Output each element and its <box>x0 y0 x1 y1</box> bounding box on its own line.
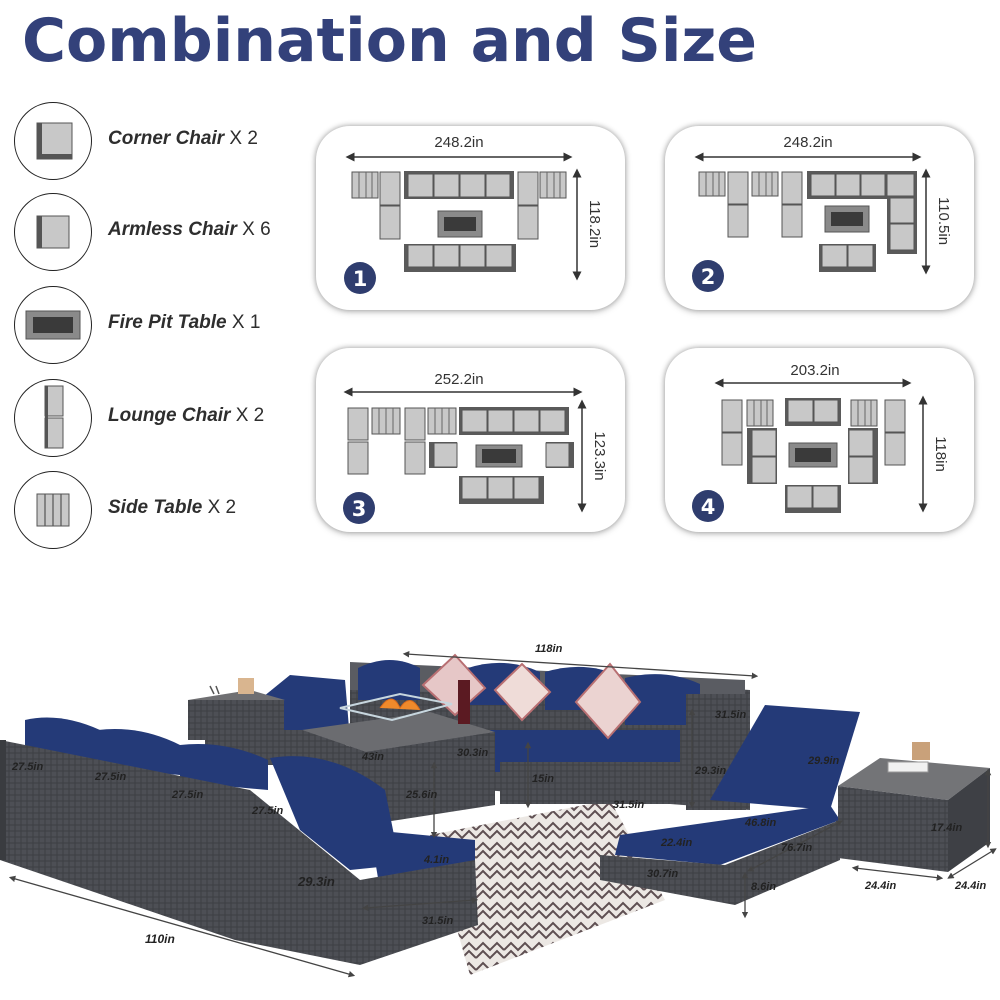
dim-lounge-seat: 46.8in <box>744 817 776 829</box>
dim-lounge-total: 76.7in <box>781 842 812 854</box>
layout-depth: 123.3in <box>591 431 608 480</box>
page-title: Combination and Size <box>22 6 757 76</box>
dim-sectional-length: 118in <box>535 643 563 655</box>
dim-side-table-depth: 24.4in <box>954 880 986 892</box>
layout-depth: 110.5in <box>935 197 952 245</box>
layout-number: 2 <box>701 265 716 289</box>
legend-item-corner-chair: Corner Chair X 2 <box>14 102 314 182</box>
layout-card-4: 4 203.2in 118in <box>665 348 974 532</box>
layout-card-3: 3 252.2in 123.3in <box>316 348 625 532</box>
dim-seat-width-1: 27.5in <box>11 761 43 773</box>
dim-back-height-rear: 29.3in <box>694 765 726 777</box>
back-sectional <box>350 653 750 810</box>
dim-table-height: 25.6in <box>405 789 437 801</box>
right-lounge-chair <box>600 705 860 905</box>
dim-sofa-length: 110in <box>145 932 175 946</box>
armless-chair-icon <box>14 193 92 271</box>
left-side-table <box>188 678 285 740</box>
corner-chair-icon <box>14 102 92 180</box>
dim-seat-height: 15in <box>532 773 554 785</box>
side-table-icon <box>14 471 92 549</box>
legend-label: Armless Chair X 6 <box>108 219 271 240</box>
dim-side-table-width: 24.4in <box>864 880 896 892</box>
legend-item-armless-chair: Armless Chair X 6 <box>14 193 314 273</box>
dim-back-height-front: 29.3in <box>297 874 335 889</box>
legend-item-lounge-chair: Lounge Chair X 2 <box>14 379 314 459</box>
dim-table-width: 30.3in <box>457 747 488 759</box>
layout-number: 1 <box>353 267 368 291</box>
dim-lounge-width: 22.4in <box>660 837 692 849</box>
layout-width: 252.2in <box>434 371 483 388</box>
dim-cushion-thickness: 4.1in <box>423 854 449 866</box>
layout-width: 248.2in <box>783 134 832 151</box>
dim-depth-front: 31.5in <box>422 915 453 927</box>
dim-lounge-frame: 30.7in <box>647 868 678 880</box>
layout-card-1: 1 248.2in 118.2in <box>316 126 625 310</box>
layout-card-2: 2 248.2in 110.5in <box>665 126 974 310</box>
fire-pit-table-icon <box>14 286 92 364</box>
legend-label: Corner Chair X 2 <box>108 128 258 149</box>
legend-label: Fire Pit Table X 1 <box>108 312 261 333</box>
lounge-chair-icon <box>14 379 92 457</box>
layout-width: 248.2in <box>434 134 483 151</box>
rug <box>430 800 665 975</box>
product-photo: 118in 110in 27.5in 27.5in 27.5in 27.5in … <box>0 643 997 978</box>
dim-depth-rear-side: 31.5in <box>715 709 746 721</box>
legend-label: Lounge Chair X 2 <box>108 405 265 426</box>
legend-item-fire-pit-table: Fire Pit Table X 1 <box>14 286 314 366</box>
layout-depth: 118.2in <box>586 200 603 248</box>
layout-number: 3 <box>352 497 367 521</box>
legend-item-side-table: Side Table X 2 <box>14 471 314 551</box>
dim-seat-width-2: 27.5in <box>94 771 126 783</box>
dim-lounge-height: 8.6in <box>751 881 776 893</box>
dim-table-length: 43in <box>361 751 384 763</box>
layout-number: 4 <box>701 495 716 519</box>
legend-label: Side Table X 2 <box>108 497 237 518</box>
layout-depth: 118in <box>932 436 949 472</box>
dim-lounge-back: 29.9in <box>807 755 839 767</box>
dim-side-table-height: 17.4in <box>931 822 962 834</box>
dim-depth-rear: 31.5in <box>613 799 644 811</box>
dim-seat-width-4: 27.5in <box>251 805 283 817</box>
dim-seat-width-3: 27.5in <box>171 789 203 801</box>
layout-width: 203.2in <box>790 362 839 379</box>
right-side-table <box>838 742 990 872</box>
